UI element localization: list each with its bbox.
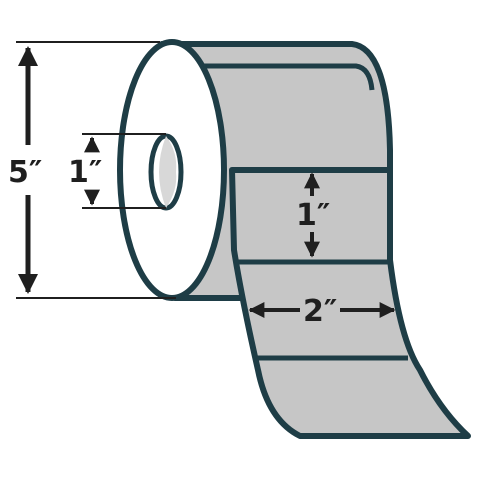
label-height-label: 1″ <box>296 198 330 233</box>
label-strip <box>229 167 471 439</box>
core-shadow <box>159 136 177 208</box>
label-width-label: 2″ <box>303 294 337 329</box>
roll-top-band <box>186 63 375 91</box>
roll-diameter-label: 5″ <box>8 155 42 190</box>
core-diameter-label: 1″ <box>68 155 102 190</box>
